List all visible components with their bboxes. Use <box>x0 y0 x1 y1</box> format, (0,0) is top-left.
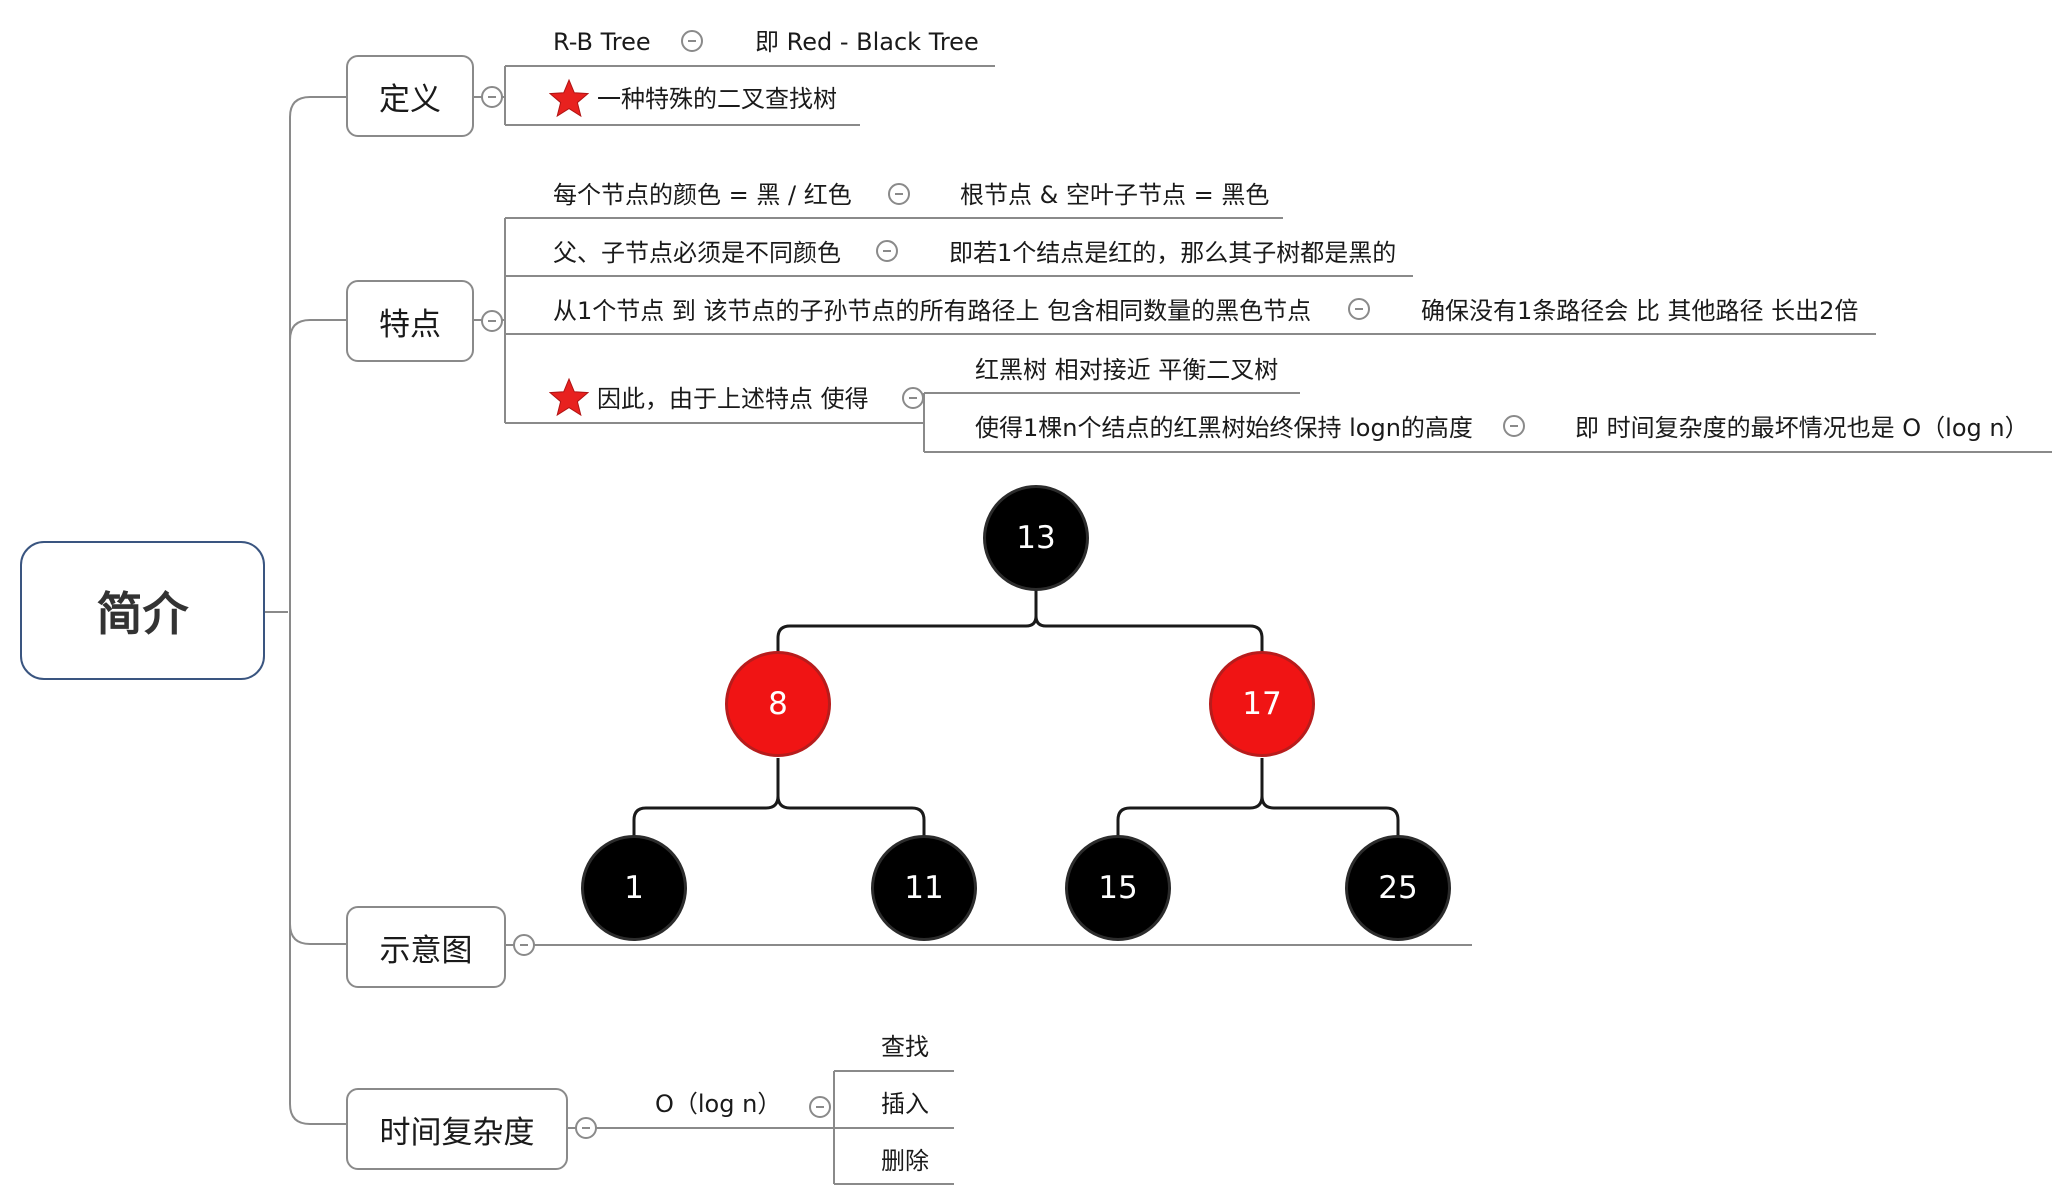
path-rule-label[interactable]: 从1个节点 到 该节点的子孙节点的所有路径上 包含相同数量的黑色节点 <box>553 297 1312 325</box>
topic-diagram[interactable]: 示意图 <box>346 906 506 988</box>
path-rule-note[interactable]: 确保没有1条路径会 比 其他路径 长出2倍 <box>1421 297 1859 325</box>
topic-complexity[interactable]: 时间复杂度 <box>346 1088 568 1170</box>
rb-tree-label[interactable]: R-B Tree <box>553 28 651 56</box>
tree-node-13-value: 13 <box>1016 520 1056 556</box>
op-delete[interactable]: 删除 <box>881 1147 929 1175</box>
tree-node-11: 11 <box>871 835 977 941</box>
collapse-complexity-value-icon[interactable] <box>809 1096 831 1118</box>
collapse-height-icon[interactable] <box>1503 415 1525 437</box>
collapse-therefore-icon[interactable] <box>902 387 924 409</box>
collapse-rb-tree-icon[interactable] <box>681 30 703 52</box>
topic-complexity-label: 时间复杂度 <box>379 1114 535 1151</box>
special-bst-label[interactable]: 一种特殊的二叉查找树 <box>597 85 837 113</box>
parent-child-note[interactable]: 即若1个结点是红的，那么其子树都是黑的 <box>949 239 1397 267</box>
therefore-label[interactable]: 因此，由于上述特点 使得 <box>597 385 869 413</box>
collapse-features-icon[interactable] <box>481 310 503 332</box>
tree-node-17: 17 <box>1209 651 1315 757</box>
tree-node-25-value: 25 <box>1378 870 1418 906</box>
collapse-parent-child-icon[interactable] <box>876 240 898 262</box>
tree-node-13: 13 <box>983 485 1089 591</box>
red-star-icon <box>549 78 589 118</box>
tree-node-25: 25 <box>1345 835 1451 941</box>
tree-node-1-value: 1 <box>624 870 644 906</box>
topic-diagram-label: 示意图 <box>379 932 473 969</box>
collapse-path-rule-icon[interactable] <box>1348 298 1370 320</box>
tree-node-15-value: 15 <box>1098 870 1138 906</box>
tree-node-11-value: 11 <box>904 870 944 906</box>
op-insert[interactable]: 插入 <box>881 1090 929 1118</box>
collapse-node-color-icon[interactable] <box>888 183 910 205</box>
topic-features[interactable]: 特点 <box>346 280 474 362</box>
op-search[interactable]: 查找 <box>881 1033 929 1061</box>
tree-node-8-value: 8 <box>768 686 788 722</box>
collapse-diagram-icon[interactable] <box>513 934 535 956</box>
node-color-note[interactable]: 根节点 & 空叶子节点 = 黑色 <box>960 181 1270 209</box>
tree-node-15: 15 <box>1065 835 1171 941</box>
root-topic[interactable]: 简介 <box>20 541 265 680</box>
rb-tree-note[interactable]: 即 Red - Black Tree <box>755 28 979 56</box>
collapse-definition-icon[interactable] <box>481 86 503 108</box>
balanced-label[interactable]: 红黑树 相对接近 平衡二叉树 <box>975 356 1279 384</box>
topic-definition[interactable]: 定义 <box>346 55 474 137</box>
tree-node-1: 1 <box>581 835 687 941</box>
topic-features-label: 特点 <box>379 306 441 343</box>
red-star-icon <box>549 377 589 417</box>
topic-definition-label: 定义 <box>379 81 441 118</box>
node-color-label[interactable]: 每个节点的颜色 = 黑 / 红色 <box>553 181 852 209</box>
height-note[interactable]: 即 时间复杂度的最坏情况也是 O（log n） <box>1575 414 2029 442</box>
root-label: 简介 <box>96 586 189 641</box>
height-label[interactable]: 使得1棵n个结点的红黑树始终保持 logn的高度 <box>975 414 1473 442</box>
tree-node-17-value: 17 <box>1242 686 1282 722</box>
collapse-complexity-icon[interactable] <box>575 1117 597 1139</box>
parent-child-label[interactable]: 父、子节点必须是不同颜色 <box>553 239 841 267</box>
tree-node-8: 8 <box>725 651 831 757</box>
complexity-value[interactable]: O（log n） <box>655 1090 782 1118</box>
